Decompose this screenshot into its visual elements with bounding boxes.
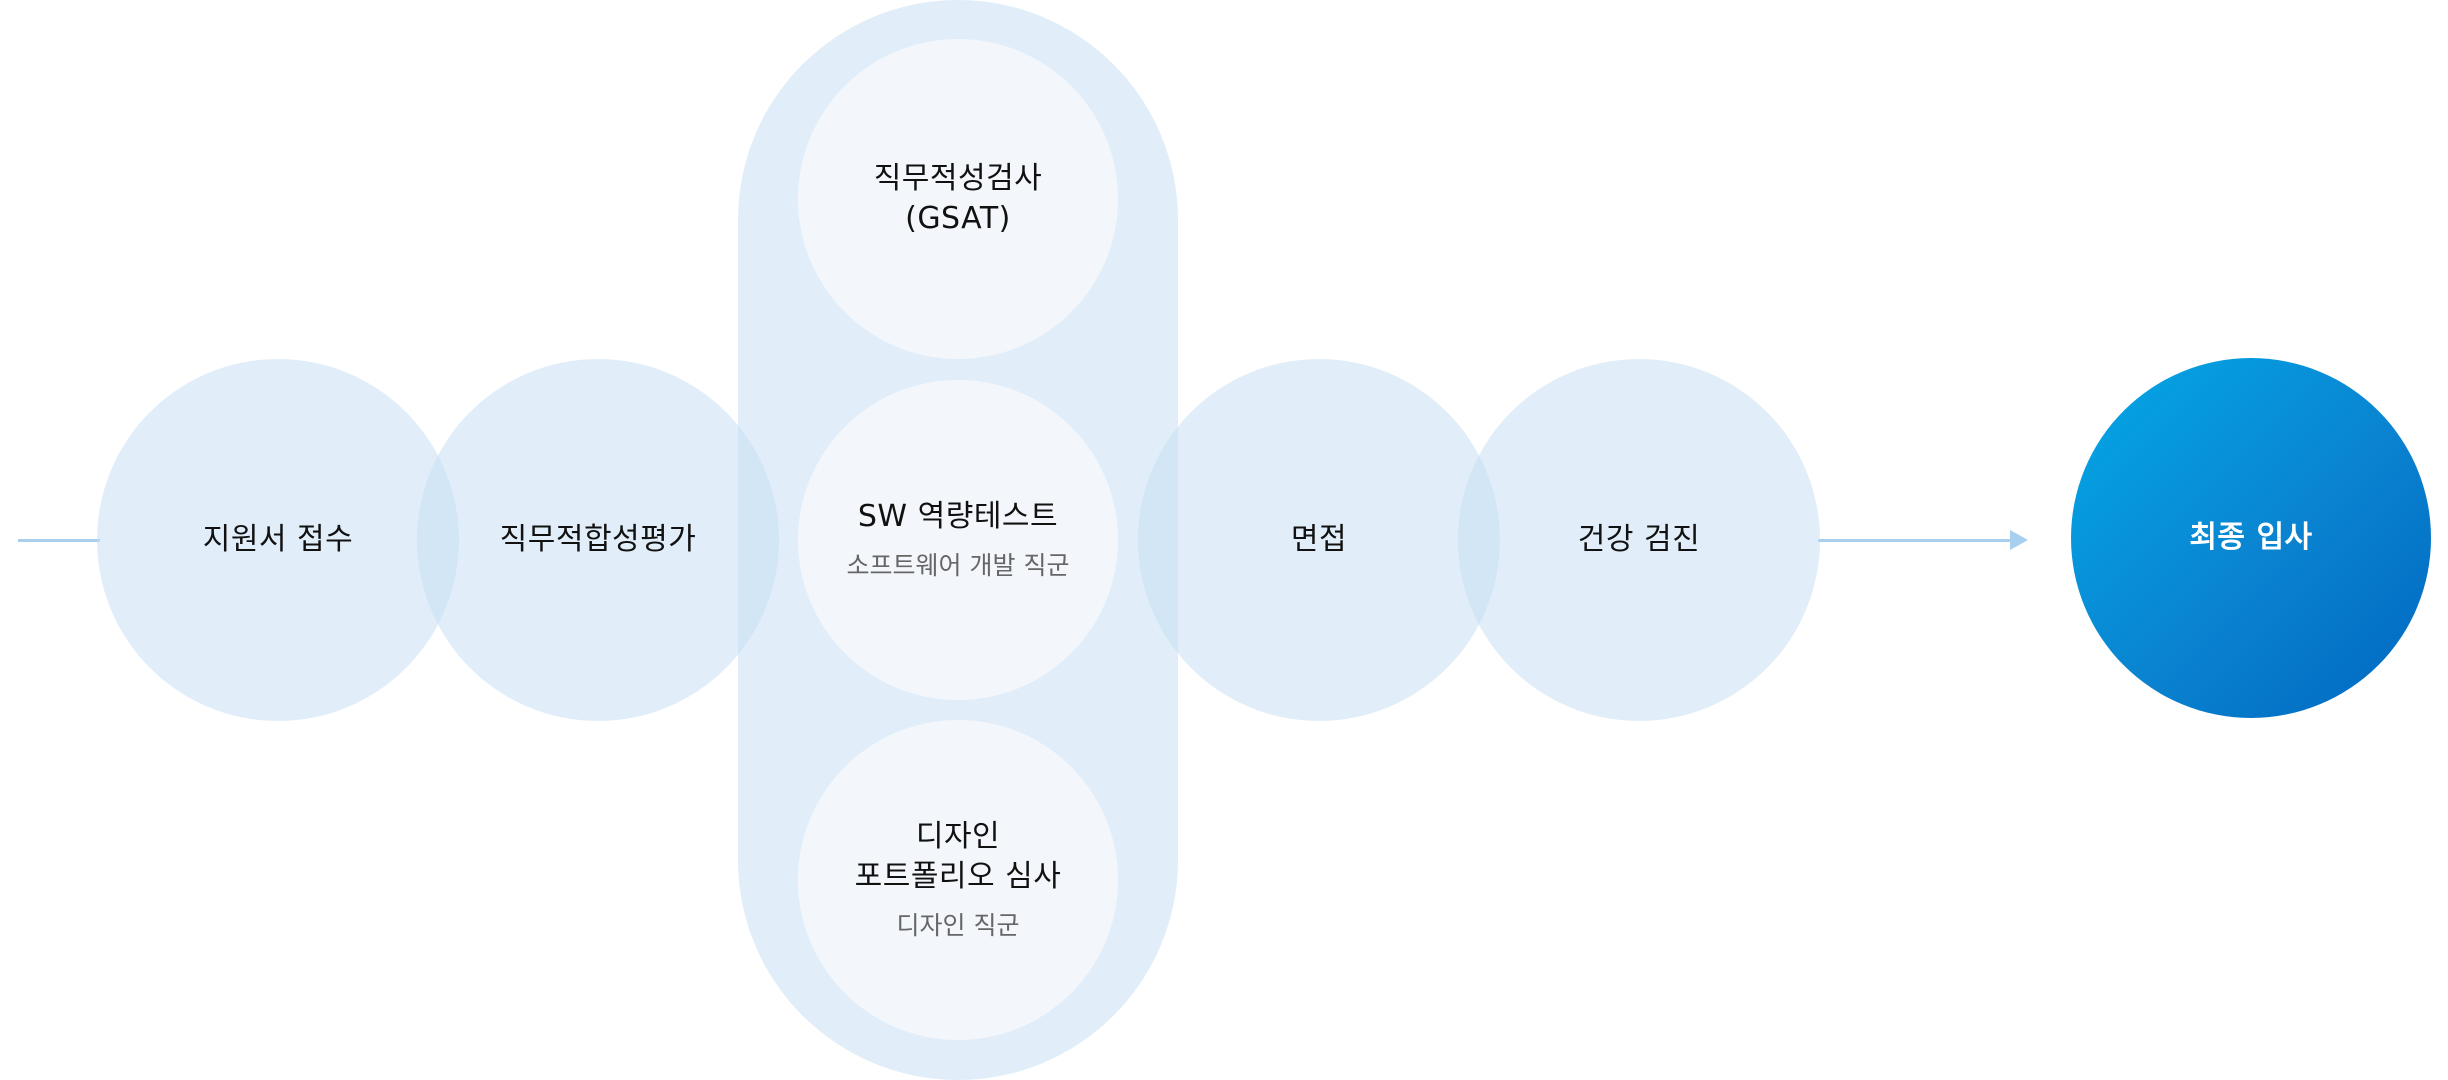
final-arrow-icon xyxy=(2010,530,2028,550)
test-sw-title: SW 역량테스트 xyxy=(857,499,1059,534)
test-gsat: 직무적성검사 (GSAT) xyxy=(798,39,1118,359)
test-gsat-title: 직무적성검사 xyxy=(873,161,1043,196)
test-design-title: 디자인 xyxy=(915,819,1001,854)
test-sw: SW 역량테스트 소프트웨어 개발 직군 xyxy=(798,380,1118,700)
entry-connector-line xyxy=(18,539,100,542)
final-connector-line xyxy=(1818,539,2012,542)
test-design-subtitle: 디자인 직군 xyxy=(896,911,1020,940)
step-job-fit-label: 직무적합성평가 xyxy=(499,522,697,557)
test-design-title-2: 포트폴리오 심사 xyxy=(854,859,1062,894)
step-job-fit: 직무적합성평가 xyxy=(417,359,779,721)
step-final: 최종 입사 xyxy=(2071,358,2431,718)
step-interview: 면접 xyxy=(1138,359,1500,721)
step-interview-label: 면접 xyxy=(1290,522,1348,557)
test-gsat-title-2: (GSAT) xyxy=(905,201,1011,236)
step-final-label: 최종 입사 xyxy=(2189,520,2313,555)
step-health-check-label: 건강 검진 xyxy=(1577,522,1701,557)
step-application-label: 지원서 접수 xyxy=(202,522,354,557)
step-application: 지원서 접수 xyxy=(97,359,459,721)
test-sw-subtitle: 소프트웨어 개발 직군 xyxy=(846,551,1070,580)
step-health-check: 건강 검진 xyxy=(1458,359,1820,721)
test-design: 디자인 포트폴리오 심사 디자인 직군 xyxy=(798,720,1118,1040)
